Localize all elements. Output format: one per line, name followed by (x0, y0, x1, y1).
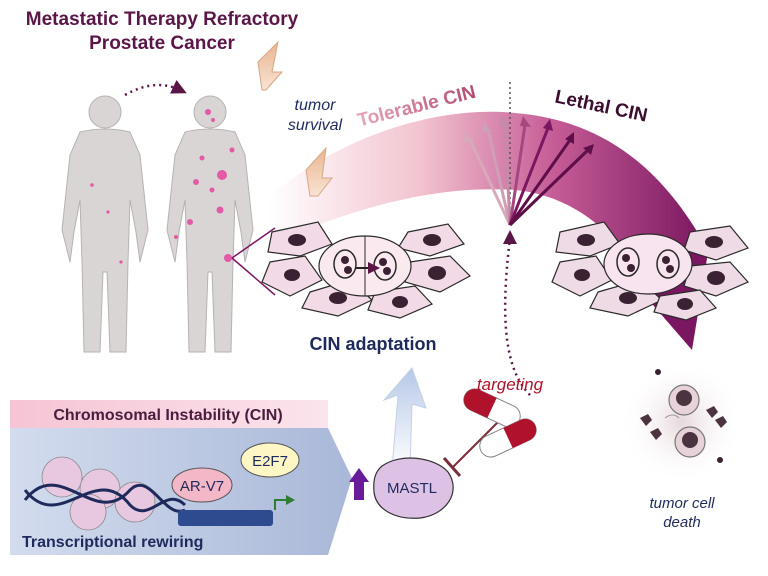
cin-band-label: Chromosomal Instability (CIN) (53, 407, 282, 424)
dna-helix (23, 456, 187, 531)
tumor-survival-line2: survival (288, 117, 343, 134)
mastl-blob (373, 457, 454, 519)
dying-cells (640, 369, 727, 463)
targeting-label: targeting (477, 375, 544, 394)
mastl-label: MASTL (387, 480, 437, 497)
cin-arrow-fan (468, 124, 590, 227)
survival-arrow-bottom (305, 146, 334, 197)
cin-adaptation-label: CIN adaptation (309, 334, 436, 354)
survival-arrow-top (257, 40, 284, 91)
e2f7-bubble (240, 442, 300, 478)
transcription-start-arrow (274, 499, 288, 510)
targeting-dotted-arrow (503, 237, 531, 396)
tumor-death-glow (620, 360, 744, 484)
metastasis-dots (90, 109, 235, 264)
drug-pill-bottom (479, 418, 537, 458)
mastl-upregulation-arrow (349, 468, 369, 500)
cell-nuclei-left (284, 234, 446, 308)
lethal-cin-label: Lethal CIN (553, 87, 649, 127)
gene-bar (178, 510, 273, 526)
cin-arrow-heads (464, 116, 594, 155)
transcriptional-rewiring-label: Transcriptional rewiring (22, 534, 203, 551)
progression-arrow (124, 79, 187, 97)
zoom-line-bottom (231, 257, 276, 296)
transcription-start-arrow-head (286, 495, 295, 505)
inhibition-line (451, 414, 506, 469)
cell-nuclei-right (574, 234, 725, 310)
title-line1: Metastatic Therapy Refractory (26, 9, 299, 30)
e2f7-label: E2F7 (252, 453, 288, 470)
cin-label-band (10, 400, 328, 428)
cin-arc (268, 111, 705, 330)
cell-cluster-left (261, 221, 471, 319)
human-silhouette-before (61, 95, 149, 353)
ar-v7-label: AR-V7 (180, 478, 224, 495)
zoom-line-top (231, 227, 276, 259)
title-line2: Prostate Cancer (89, 33, 235, 54)
targeting-arrow-head (503, 230, 517, 244)
inhibition-bar (442, 457, 462, 477)
human-silhouette-after (166, 95, 254, 353)
tumor-survival-line1: tumor (295, 97, 337, 114)
tumor-cell-death-line2: death (663, 514, 701, 531)
ar-v7-bubble (171, 467, 233, 503)
tumor-cell-death-line1: tumor cell (649, 495, 715, 512)
adaptation-up-arrow (382, 367, 427, 471)
